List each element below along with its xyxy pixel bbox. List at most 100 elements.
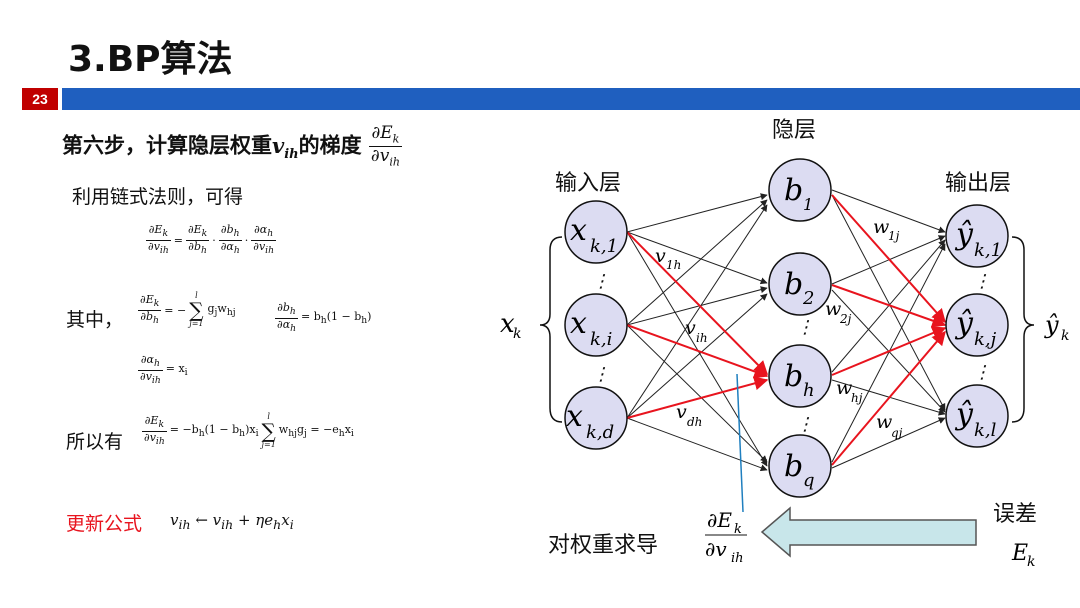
svg-text:k,1: k,1 <box>590 236 618 257</box>
svg-text:k,1: k,1 <box>974 240 1002 261</box>
input-node: x k,d <box>564 386 628 450</box>
svg-text:ih: ih <box>696 331 708 345</box>
hidden-layer-label: 隐层 <box>772 118 816 143</box>
output-node: ŷ k,l <box>945 384 1009 448</box>
output-ellipsis-bottom: ⋮ <box>973 362 991 383</box>
title-divider-bar <box>62 88 1080 110</box>
error-symbol: E k <box>1011 541 1035 570</box>
svg-text:k: k <box>1027 554 1035 570</box>
input-bracket <box>539 236 563 423</box>
svg-text:x: x <box>570 213 587 248</box>
svg-text:∂v: ∂v <box>705 537 727 561</box>
page-number-badge: 23 <box>22 88 58 110</box>
derivative-caption: 对权重求导 <box>548 533 658 558</box>
svg-text:v: v <box>676 401 687 423</box>
step-title-prefix: 第六步，计算隐层权重 <box>62 133 272 158</box>
output-layer-label: 输出层 <box>945 171 1011 196</box>
svg-text:b: b <box>784 359 803 394</box>
output-bracket <box>1011 236 1035 423</box>
weight-label-whj: w hj <box>836 377 863 405</box>
update-formula: vih ← vih + ηehxi <box>170 511 294 532</box>
svg-text:dh: dh <box>687 415 702 429</box>
slide-title: 3.BP算法 <box>68 39 233 80</box>
step-title: 第六步，计算隐层权重vih的梯度 ∂Ek ∂vih <box>62 123 402 169</box>
svg-text:qj: qj <box>891 426 903 440</box>
svg-text:1: 1 <box>803 195 813 214</box>
chain-rule-intro: 利用链式法则，可得 <box>72 186 244 208</box>
weight-label-vih: v ih <box>685 317 708 345</box>
hidden-output-highlight-edges <box>831 194 947 466</box>
svg-text:2: 2 <box>802 288 814 309</box>
svg-text:1h: 1h <box>666 258 681 272</box>
hidden-ellipsis-bottom: ⋮ <box>796 414 814 435</box>
svg-text:k,d: k,d <box>586 422 614 443</box>
pointer-line <box>736 373 744 513</box>
svg-text:∂E: ∂E <box>707 508 732 532</box>
step-title-var: vih <box>272 132 299 162</box>
svg-text:k: k <box>513 326 521 342</box>
input-hidden-highlight-edges <box>626 231 769 419</box>
svg-text:v: v <box>655 245 666 267</box>
chain-rule-formula: ∂Ek∂vih=∂Ek∂bh·∂bh∂αh·∂αh∂vih <box>146 223 276 256</box>
weight-label-w1j: w 1j <box>873 216 900 243</box>
input-ellipsis-top: ⋮ <box>592 271 610 292</box>
svg-text:hj: hj <box>851 391 863 405</box>
weight-label-vdh: v dh <box>676 401 702 429</box>
svg-text:ŷ: ŷ <box>954 306 974 341</box>
svg-text:k: k <box>734 522 742 537</box>
partial-b-over-alpha-formula: ∂bh∂αh= bh(1 − bh) <box>275 301 372 334</box>
input-vector-label: x k <box>500 309 521 342</box>
derivative-fraction: ∂E k ∂v ih <box>705 508 747 566</box>
svg-text:w: w <box>825 298 841 320</box>
svg-text:k: k <box>1061 328 1069 344</box>
error-label: 误差 <box>993 502 1037 527</box>
output-node: ŷ k,j <box>945 293 1009 357</box>
svg-text:v: v <box>685 317 696 339</box>
svg-text:x: x <box>570 306 587 341</box>
output-ellipsis-top: ⋮ <box>973 271 991 292</box>
svg-text:k,l: k,l <box>974 420 997 441</box>
svg-text:w: w <box>873 216 889 238</box>
svg-text:x: x <box>566 399 583 434</box>
svg-text:b: b <box>784 449 803 484</box>
input-layer-label: 输入层 <box>555 171 621 196</box>
svg-text:1j: 1j <box>888 229 900 243</box>
step-title-mid: 的梯度 <box>298 133 362 158</box>
weight-label-w2j: w 2j <box>825 298 852 326</box>
svg-text:E: E <box>1011 541 1028 566</box>
svg-text:k,i: k,i <box>590 329 612 350</box>
input-node: x k,i <box>564 293 628 357</box>
hidden-node: b h <box>768 344 832 408</box>
input-hidden-edges <box>626 193 768 472</box>
svg-text:b: b <box>784 173 803 208</box>
svg-text:k,j: k,j <box>974 329 997 350</box>
backprop-arrow-icon <box>760 506 977 558</box>
weight-label-wqj: w qj <box>876 411 903 440</box>
input-node: x k,1 <box>564 200 628 264</box>
svg-text:h: h <box>803 380 815 401</box>
hidden-node: b 2 <box>768 252 832 316</box>
svg-text:w: w <box>836 377 852 399</box>
weight-label-v1h: v 1h <box>655 245 681 272</box>
hidden-node: b q <box>768 434 832 498</box>
input-ellipsis-bottom: ⋮ <box>592 364 610 385</box>
svg-text:ŷ: ŷ <box>1044 311 1059 339</box>
update-label: 更新公式 <box>66 513 143 535</box>
therefore-label: 所以有 <box>66 431 124 453</box>
svg-text:ih: ih <box>731 551 744 566</box>
svg-text:w: w <box>876 411 892 433</box>
partial-alpha-over-v-formula: ∂αh∂vih= xi <box>138 353 188 386</box>
step-title-gradient: ∂Ek ∂vih <box>368 123 402 169</box>
output-node: ŷ k,1 <box>945 204 1009 268</box>
svg-text:ŷ: ŷ <box>954 217 974 252</box>
svg-text:x: x <box>500 309 515 339</box>
svg-text:b: b <box>784 267 803 302</box>
svg-text:ŷ: ŷ <box>954 397 974 432</box>
hidden-node: b 1 <box>768 158 832 222</box>
where-label: 其中， <box>66 309 124 331</box>
svg-text:2j: 2j <box>839 312 852 326</box>
hidden-ellipsis-top: ⋮ <box>796 317 814 338</box>
